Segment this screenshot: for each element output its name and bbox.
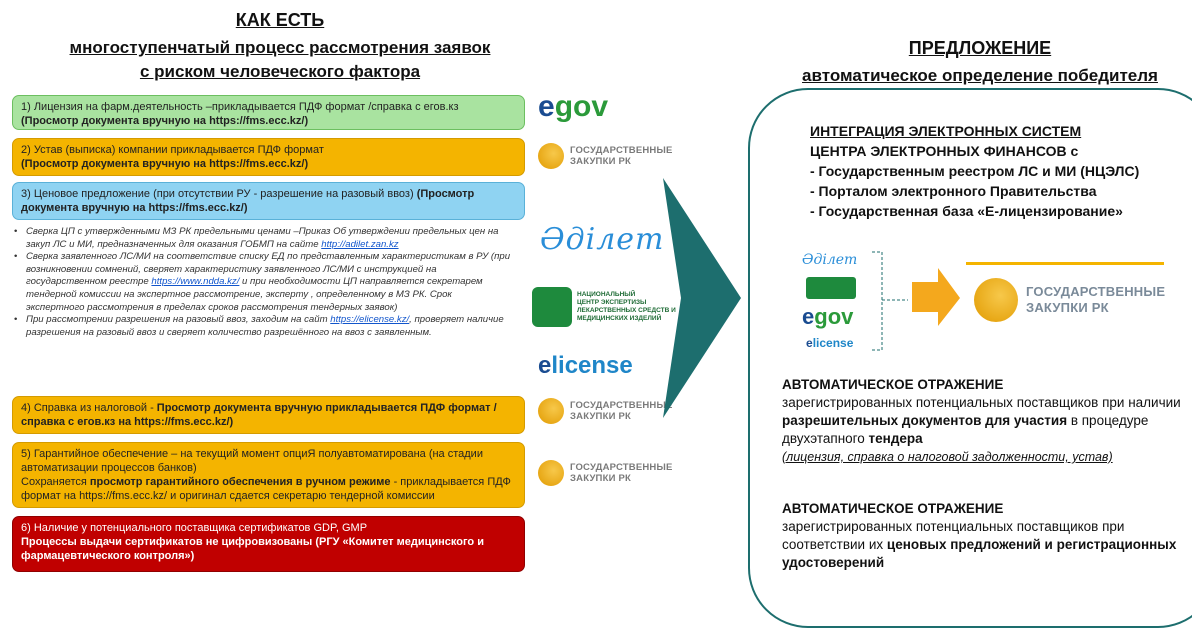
step-1-bold: (Просмотр документа вручную на https://f… <box>21 115 309 127</box>
bullet-1: Сверка ЦП с утвержденными МЗ РК предельн… <box>12 226 512 251</box>
right-subheading: автоматическое определение победителя <box>802 66 1158 85</box>
orange-line <box>966 262 1164 265</box>
goszakupki-icon <box>974 278 1018 322</box>
step-3-text: 3) Ценовое предложение (при отсутствии Р… <box>21 188 417 200</box>
left-subheading-1: многоступенчатый процесс рассмотрения за… <box>69 38 491 57</box>
auto-reflection-2: АВТОМАТИЧЕСКОЕ ОТРАЖЕНИЕ зарегистрирован… <box>782 501 1177 570</box>
step-4-box: 4) Справка из налоговой - Просмотр докум… <box>12 396 525 434</box>
auto-reflection-1: АВТОМАТИЧЕСКОЕ ОТРАЖЕНИЕ зарегистрирован… <box>782 377 1181 464</box>
elicense-link[interactable]: https://elicense.kz/ <box>330 314 410 326</box>
integration-block: ИНТЕГРАЦИЯ ЭЛЕКТРОННЫХ СИСТЕМ ЦЕНТРА ЭЛЕ… <box>810 123 1140 219</box>
big-arrow-icon <box>663 178 741 418</box>
left-heading: КАК ЕСТЬ <box>235 10 325 30</box>
step-2-bold: (Просмотр документа вручную на https://f… <box>21 158 309 170</box>
step-5-line1: 5) Гарантийное обеспечение – на текущий … <box>21 448 483 474</box>
verification-bullets: Сверка ЦП с утвержденными МЗ РК предельн… <box>12 226 512 339</box>
ndda-small-icon <box>806 277 856 299</box>
right-heading: ПРЕДЛОЖЕНИЕ <box>908 38 1052 58</box>
step-6-line1: 6) Наличие у потенциального поставщика с… <box>21 522 368 534</box>
step-3-box: 3) Ценовое предложение (при отсутствии Р… <box>12 182 525 220</box>
step-1-text: 1) Лицензия на фарм.деятельность –прикла… <box>21 101 459 113</box>
step-3-bold: (Просмотр документа вручную на https://f… <box>21 188 475 214</box>
ndda-link[interactable]: https://www.ndda.kz/ <box>151 276 240 288</box>
adilet-logo: Әділет <box>540 222 665 257</box>
elicense-small-logo: elicense <box>806 336 854 350</box>
step-6-box: 6) Наличие у потенциального поставщика с… <box>12 516 525 572</box>
step-2-box: 2) Устав (выписка) компании прикладывает… <box>12 138 525 176</box>
adilet-small-logo: Әділет <box>802 252 858 268</box>
bullet-3: При рассмотрении разрешения на разовый в… <box>12 314 512 339</box>
step-6-bold: Процессы выдачи сертификатов не цифровиз… <box>21 536 484 562</box>
step-5-bold: просмотр гарантийного обеспечения в ручн… <box>89 476 391 488</box>
step-4-bold: Просмотр документа вручную прикладываетс… <box>21 402 497 428</box>
bracket-icon <box>872 251 908 351</box>
egov-small-logo: egov <box>802 304 854 329</box>
step-5-box: 5) Гарантийное обеспечение – на текущий … <box>12 442 525 508</box>
adilet-link[interactable]: http://adilet.zan.kz <box>321 238 399 250</box>
ndda-icon <box>532 287 572 327</box>
step-2-text: 2) Устав (выписка) компании прикладывает… <box>21 144 324 156</box>
left-subheading-2: с риском человеческого фактора <box>139 62 421 81</box>
goszakupki-icon <box>538 398 564 424</box>
ndda-logo: НАЦИОНАЛЬНЫЙ ЦЕНТР ЭКСПЕРТИЗЫ ЛЕКАРСТВЕН… <box>532 287 677 327</box>
step-4-text: 4) Справка из налоговой - <box>21 402 157 414</box>
goszakupki-icon <box>538 143 564 169</box>
orange-arrow-icon <box>912 268 960 326</box>
bullet-2: Сверка заявленного ЛС/МИ на соответствие… <box>12 251 512 314</box>
goszakupki-icon <box>538 460 564 486</box>
step-1-box: 1) Лицензия на фарм.деятельность –прикла… <box>12 95 525 130</box>
